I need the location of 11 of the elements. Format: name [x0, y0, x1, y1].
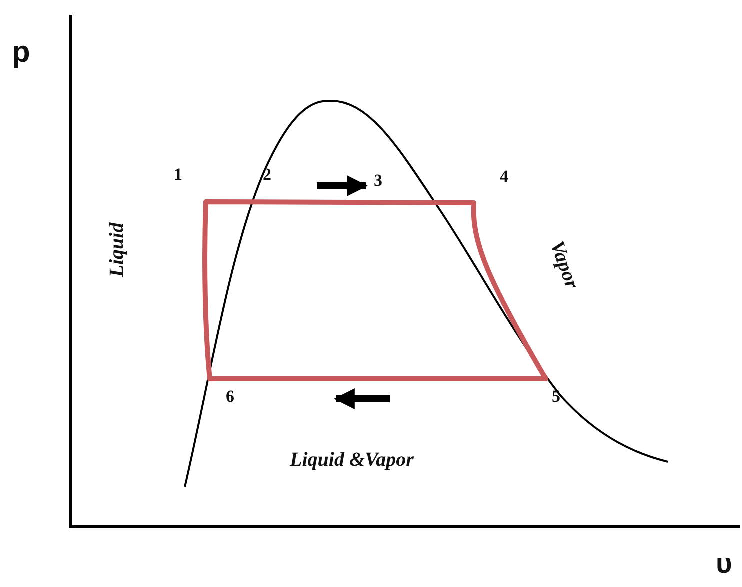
- axis-label: υ: [716, 550, 732, 578]
- state-number: 2: [263, 166, 272, 183]
- axis-label: p: [12, 38, 30, 68]
- state-number: 4: [500, 168, 508, 185]
- region-label: Liquid &Vapor: [290, 450, 414, 470]
- region-label: Vapor: [546, 238, 582, 292]
- state-number: 3: [374, 172, 382, 189]
- state-number: 6: [226, 388, 234, 405]
- state-number: 5: [552, 388, 560, 405]
- region-label: Liquid: [107, 222, 128, 278]
- state-number: 1: [174, 166, 182, 183]
